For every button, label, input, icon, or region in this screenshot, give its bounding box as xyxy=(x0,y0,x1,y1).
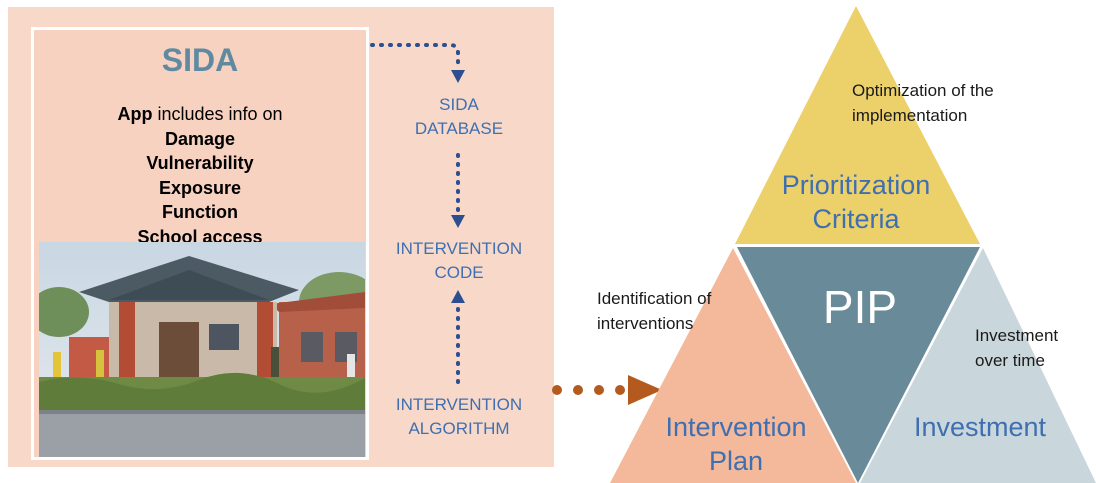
sida-title: SIDA xyxy=(161,42,239,78)
left-triangle xyxy=(610,248,856,483)
arrow-card-to-database xyxy=(370,43,465,83)
sida-item-vulnerability: Vulnerability xyxy=(146,153,254,173)
sida-item-school-access: School access xyxy=(137,226,263,247)
school-building-photo xyxy=(39,242,365,457)
right-triangle xyxy=(860,248,1096,483)
sida-intro-bold: App xyxy=(117,104,153,124)
right-triangle-label: Investment xyxy=(913,412,1047,442)
sida-panel: SIDA App includes info on Damage Vulnera… xyxy=(8,7,554,467)
arrow-database-to-code xyxy=(451,153,465,228)
center-triangle xyxy=(737,247,980,483)
sida-item-exposure: Exposure xyxy=(158,177,242,198)
arrow-algorithm-to-code xyxy=(451,290,465,384)
center-triangle-label: PIP xyxy=(822,281,898,333)
sida-info-list: App includes info on Damage Vulnerabilit… xyxy=(34,102,366,249)
sida-intro-rest: includes info on xyxy=(152,104,283,124)
sida-item-damage: Damage xyxy=(164,128,236,149)
sida-intro: App includes info on xyxy=(34,102,366,127)
arrow-to-intervention-plan xyxy=(552,375,662,405)
sida-card: SIDA App includes info on Damage Vulnera… xyxy=(31,27,369,460)
top-triangle xyxy=(735,6,980,244)
sida-item-function: Function xyxy=(162,202,238,222)
